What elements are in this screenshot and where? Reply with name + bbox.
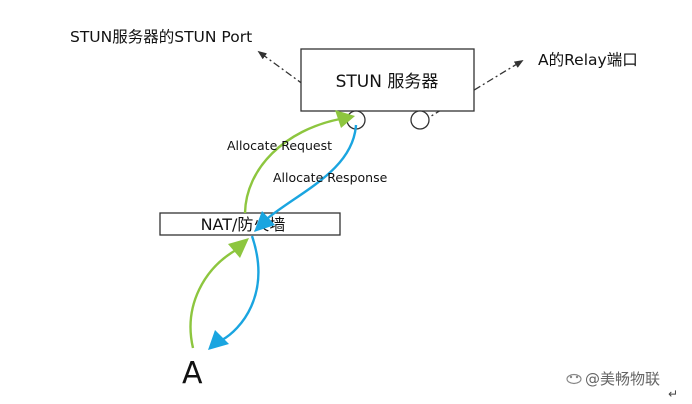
- allocate-response-arrowhead: [254, 211, 275, 232]
- allocate-response-label: Allocate Response: [273, 170, 388, 185]
- relay-port-label: A的Relay端口: [538, 51, 638, 69]
- lower-response-arrow: [221, 235, 260, 342]
- return-mark: ↵: [668, 387, 678, 401]
- relay-port-circle: [410, 110, 430, 130]
- nat-firewall-box: [159, 212, 341, 236]
- client-a-label: A: [182, 356, 203, 391]
- lower-request-arrowhead: [228, 238, 249, 258]
- allocate-request-arrow: [243, 117, 341, 214]
- stun-port-label: STUN服务器的STUN Port: [70, 28, 252, 46]
- allocate-request-arrowhead: [335, 110, 355, 128]
- stun-server-box: [300, 48, 475, 112]
- allocate-response-arrow: [267, 124, 358, 219]
- cloud-icon: [566, 373, 582, 385]
- stun-server-label: STUN 服务器: [336, 72, 439, 92]
- lower-response-arrowhead: [208, 330, 229, 350]
- lower-request-arrow: [189, 248, 237, 349]
- watermark-label: @美畅物联: [585, 370, 660, 388]
- allocate-request-label: Allocate Request: [227, 138, 332, 153]
